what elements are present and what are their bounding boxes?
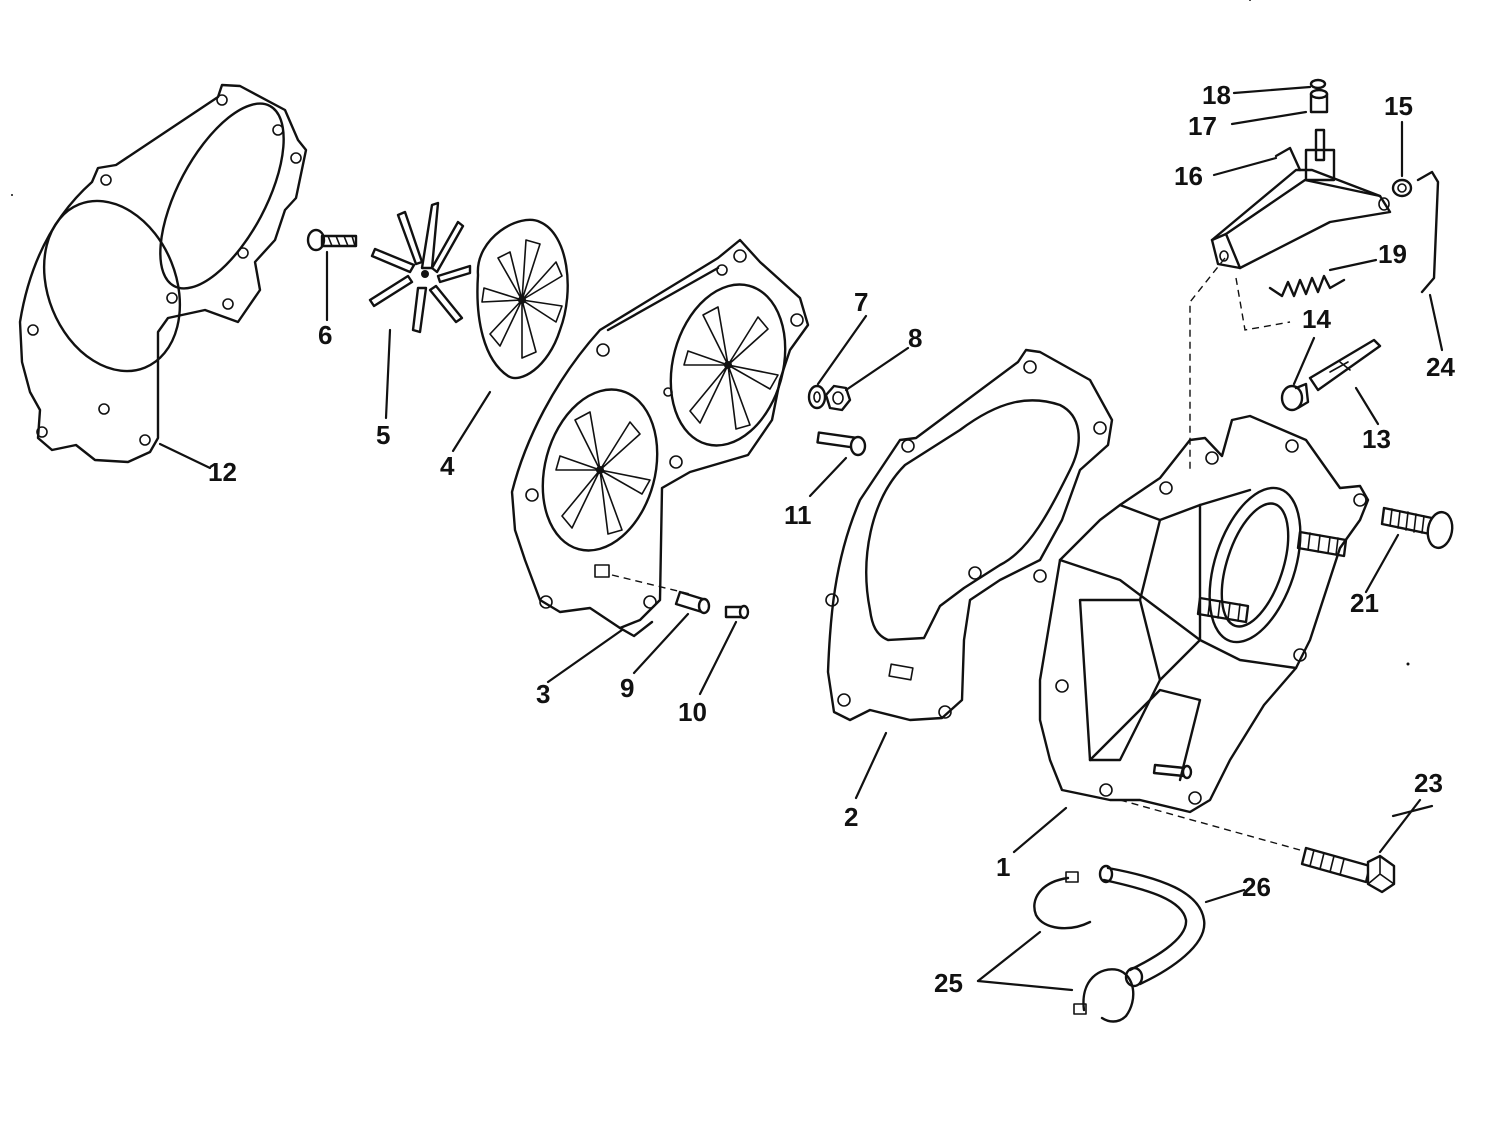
callout-16: 16 bbox=[1174, 161, 1203, 191]
part-10-screw bbox=[724, 604, 750, 620]
callout-12: 12 bbox=[208, 457, 237, 487]
part-19-spring bbox=[1268, 274, 1346, 298]
part-5-reed-petals bbox=[368, 201, 472, 334]
callout-2: 2 bbox=[844, 802, 858, 832]
part-4-reed-plate bbox=[476, 218, 569, 380]
callout-5: 5 bbox=[376, 420, 390, 450]
part-17-sleeve bbox=[1309, 88, 1329, 114]
callout-9: 9 bbox=[620, 673, 634, 703]
assembly-guide-lines bbox=[611, 257, 1301, 851]
part-21-bolt bbox=[1380, 506, 1454, 550]
part-12-gasket bbox=[18, 83, 308, 464]
callout-24: 24 bbox=[1426, 352, 1455, 382]
callout-21: 21 bbox=[1350, 588, 1379, 618]
callout-18: 18 bbox=[1202, 80, 1231, 110]
part-3-pump-cover bbox=[510, 238, 810, 638]
callout-23: 23 bbox=[1414, 768, 1443, 798]
callout-labels: 18 17 16 15 19 24 14 13 21 23 26 25 1 2 … bbox=[208, 80, 1455, 998]
part-1-pump-housing bbox=[1038, 414, 1370, 814]
part-9-fitting bbox=[674, 590, 711, 615]
callout-13: 13 bbox=[1362, 424, 1391, 454]
part-25-clamps bbox=[1033, 871, 1135, 1023]
part-13-pin bbox=[1308, 338, 1382, 392]
part-26-hose bbox=[1098, 864, 1206, 988]
callout-4: 4 bbox=[440, 451, 455, 481]
callout-14: 14 bbox=[1302, 304, 1331, 334]
part-18-clip bbox=[1309, 78, 1327, 90]
part-8-nut bbox=[824, 384, 852, 412]
leader-lines bbox=[158, 85, 1444, 992]
part-16-lever bbox=[1210, 128, 1392, 270]
callout-19: 19 bbox=[1378, 239, 1407, 269]
part-7-washer bbox=[807, 384, 827, 410]
callout-7: 7 bbox=[854, 287, 868, 317]
callout-8: 8 bbox=[908, 323, 922, 353]
callout-26: 26 bbox=[1242, 872, 1271, 902]
part-15-fitting bbox=[1391, 178, 1413, 198]
callout-11: 11 bbox=[784, 500, 812, 530]
callout-17: 17 bbox=[1188, 111, 1217, 141]
part-11-screw bbox=[816, 431, 867, 457]
callout-1: 1 bbox=[996, 852, 1010, 882]
callout-10: 10 bbox=[678, 697, 707, 727]
callout-25: 25 bbox=[934, 968, 963, 998]
callout-3: 3 bbox=[536, 679, 550, 709]
part-2-gasket bbox=[825, 348, 1114, 722]
part-23-hex-bolt bbox=[1300, 846, 1396, 894]
callout-15: 15 bbox=[1384, 91, 1413, 121]
callout-6: 6 bbox=[318, 320, 332, 350]
part-6-screw bbox=[306, 228, 358, 252]
part-14-bushing bbox=[1280, 382, 1310, 412]
part-24-rod bbox=[1416, 170, 1440, 294]
